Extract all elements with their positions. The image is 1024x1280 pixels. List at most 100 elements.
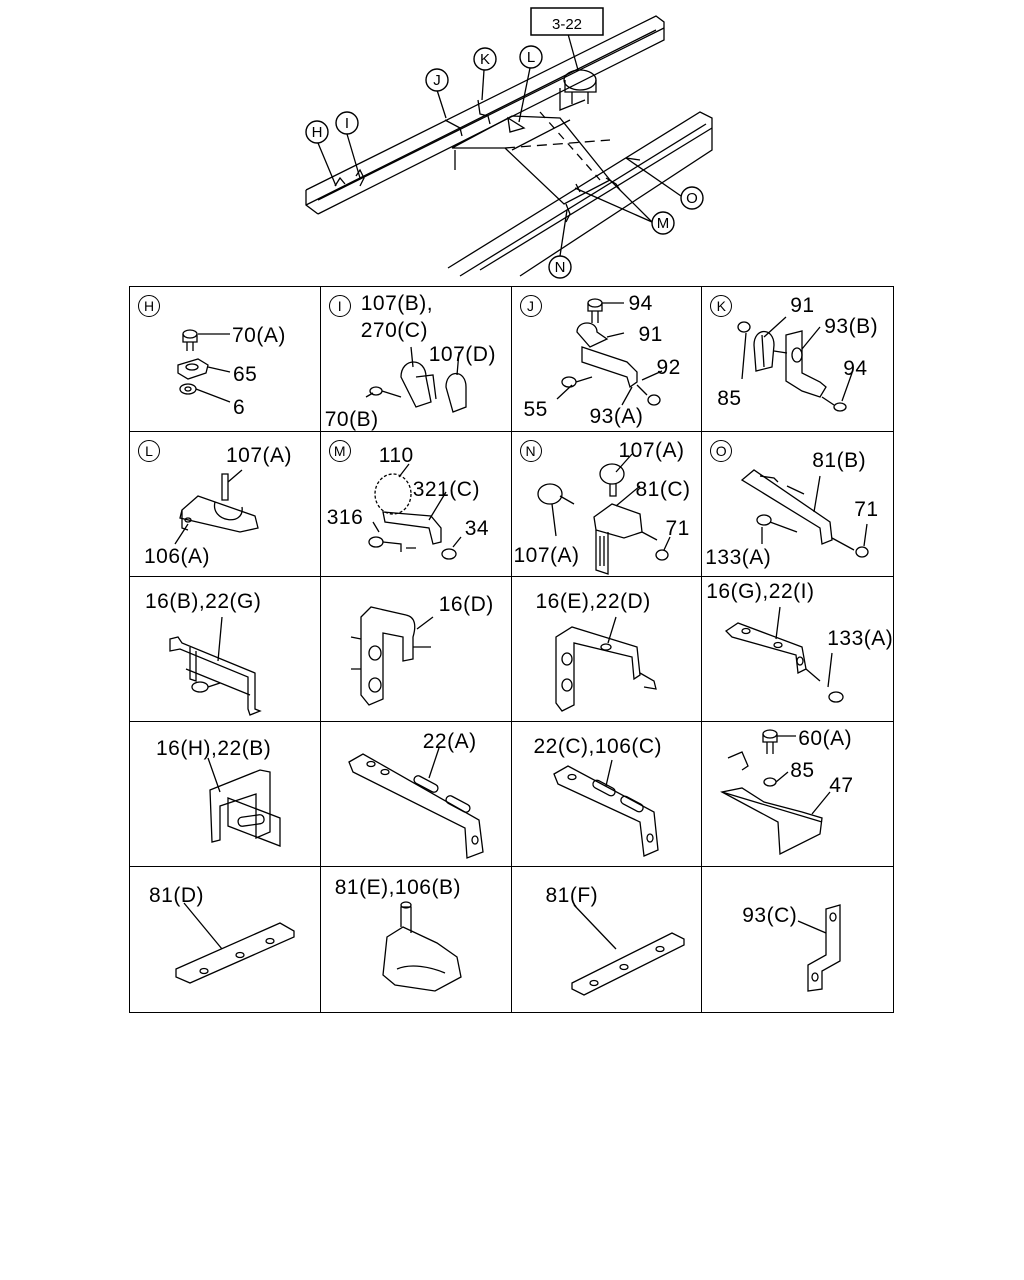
part-label: 81(B) bbox=[812, 449, 867, 472]
part-label: 107(A) bbox=[618, 439, 685, 462]
bracket-assembly-drawing bbox=[556, 298, 662, 406]
part-label: 106(A) bbox=[144, 545, 211, 568]
part-label: 71 bbox=[665, 517, 690, 540]
part-label: 107(A) bbox=[513, 544, 580, 567]
band-clamp-drawing bbox=[368, 463, 462, 560]
part-label: 93(B) bbox=[824, 315, 879, 338]
part-label: 91 bbox=[638, 323, 663, 346]
callout-o-label: O bbox=[686, 190, 698, 207]
callout-h-label: H bbox=[312, 124, 323, 141]
bracket-assembly-drawing bbox=[737, 316, 853, 412]
callout-k bbox=[473, 47, 497, 71]
part-label: 93(A) bbox=[589, 405, 644, 428]
part-label: 47 bbox=[829, 774, 854, 797]
callout-m bbox=[651, 211, 675, 235]
part-label: 16(G),22(I) bbox=[706, 580, 815, 603]
cell-n: N 107(A) 81(C) 71 107(A) bbox=[511, 432, 703, 577]
flat-plate-drawing bbox=[570, 904, 685, 996]
part-label: 91 bbox=[790, 294, 815, 317]
cell-k: K 91 93(B) 85 94 bbox=[702, 287, 893, 432]
right-frame-rail bbox=[447, 111, 713, 277]
cell-i: I 107(B), 270(C) 107(D) 70(B) bbox=[320, 287, 512, 432]
callout-n-label: N bbox=[555, 259, 566, 276]
cell-badge: I bbox=[328, 295, 351, 317]
part-label: 81(D) bbox=[149, 884, 205, 907]
clamp-assembly-drawing bbox=[177, 329, 231, 403]
callout-l bbox=[519, 45, 543, 69]
cell-badge: K bbox=[710, 295, 733, 317]
part-label: 70(A) bbox=[232, 324, 286, 347]
bracket-drawing bbox=[797, 904, 841, 992]
part-label: 60(A) bbox=[798, 727, 853, 750]
bracket-drawing bbox=[741, 469, 869, 558]
bracket-drawing bbox=[169, 616, 262, 716]
part-label: 133(A) bbox=[705, 546, 772, 569]
part-label: 107(A) bbox=[226, 444, 293, 467]
part-label: 92 bbox=[656, 356, 681, 379]
cell-16g-22i: 16(G),22(I) 133(A) bbox=[702, 577, 893, 722]
part-label: 94 bbox=[628, 292, 653, 315]
callout-j-label: J bbox=[433, 72, 441, 89]
bracket-drawing bbox=[725, 606, 844, 703]
cell-badge: M bbox=[328, 440, 351, 462]
reference-box-label: 3-22 bbox=[552, 16, 582, 33]
part-label: 93(C) bbox=[742, 904, 798, 927]
part-label: 55 bbox=[523, 398, 548, 421]
flat-plate-drawing bbox=[175, 902, 295, 984]
callout-i bbox=[335, 111, 359, 135]
left-frame-rail bbox=[305, 15, 665, 215]
cell-16d: 16(D) bbox=[320, 577, 512, 722]
chassis-overview-drawing: 3-22 H I J K L M N O bbox=[305, 7, 713, 279]
cell-badge: O bbox=[710, 440, 733, 462]
part-label: 270(C) bbox=[360, 319, 428, 342]
bracket-drawing bbox=[554, 616, 657, 712]
cell-j: J 94 91 92 55 93(A) bbox=[511, 287, 703, 432]
cross-member bbox=[451, 115, 612, 205]
cell-l: L 107(A) 106(A) bbox=[130, 432, 321, 577]
cell-22a: 22(A) bbox=[320, 722, 512, 867]
part-label: 16(D) bbox=[438, 593, 494, 616]
part-label: 85 bbox=[717, 387, 742, 410]
part-label: 16(E),22(D) bbox=[535, 590, 651, 613]
reference-box bbox=[530, 7, 604, 36]
part-label: 81(F) bbox=[545, 884, 599, 907]
part-label: 22(A) bbox=[422, 730, 477, 753]
part-label: 94 bbox=[843, 357, 868, 380]
callout-i-label: I bbox=[345, 115, 349, 132]
part-label: 321(C) bbox=[412, 478, 480, 501]
callout-h bbox=[305, 120, 329, 144]
cell-81f: 81(F) bbox=[512, 867, 703, 1012]
cell-16b-22g: 16(B),22(G) bbox=[130, 577, 321, 722]
bracket-drawing bbox=[207, 757, 281, 847]
cell-16e-22d: 16(E),22(D) bbox=[511, 577, 703, 722]
cell-badge: H bbox=[138, 295, 160, 317]
part-label: 6 bbox=[233, 396, 246, 419]
callout-o bbox=[680, 186, 704, 210]
parts-grid: H 70(A) 65 6 I 107(B), 270(C) 107(D) 7 bbox=[129, 286, 894, 1013]
mount-assembly bbox=[563, 69, 597, 91]
callout-l-label: L bbox=[527, 49, 535, 66]
cell-16h-22b: 16(H),22(B) bbox=[130, 722, 321, 867]
plate-assembly-drawing bbox=[720, 729, 831, 856]
part-label: 81(C) bbox=[635, 478, 691, 501]
part-label: 110 bbox=[378, 444, 414, 467]
part-label: 70(B) bbox=[324, 408, 379, 431]
callout-k-label: K bbox=[480, 51, 490, 68]
callout-m-label: M bbox=[657, 215, 670, 232]
cell-81d: 81(D) bbox=[130, 867, 321, 1012]
cell-o: O 81(B) 71 133(A) bbox=[702, 432, 893, 577]
part-label: 107(D) bbox=[428, 343, 496, 366]
cell-badge: J bbox=[519, 295, 542, 317]
part-label: 85 bbox=[790, 759, 815, 782]
slotted-bracket-drawing bbox=[552, 759, 659, 857]
bracket-drawing bbox=[350, 606, 434, 706]
callout-n bbox=[548, 255, 572, 279]
cell-93c: 93(C) bbox=[702, 867, 893, 1012]
cell-h: H 70(A) 65 6 bbox=[130, 287, 321, 432]
part-label: 81(E),106(B) bbox=[334, 876, 461, 899]
part-label: 107(B), bbox=[360, 292, 434, 315]
cell-badge: N bbox=[519, 440, 542, 462]
part-label: 133(A) bbox=[827, 627, 893, 650]
cell-badge: L bbox=[138, 440, 160, 462]
part-label: 316 bbox=[326, 506, 364, 529]
